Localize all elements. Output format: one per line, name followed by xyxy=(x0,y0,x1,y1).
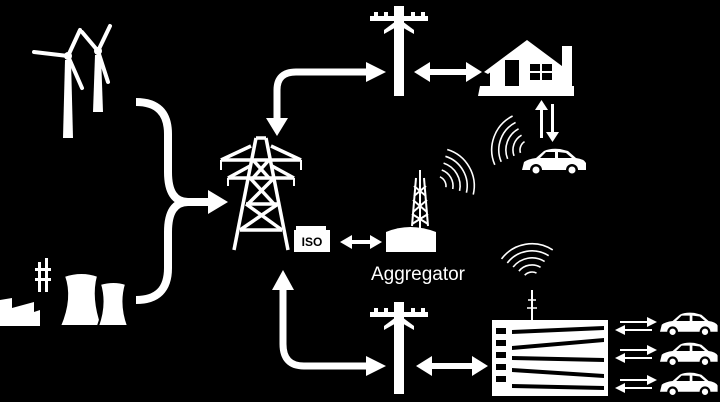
electric-car-icon xyxy=(660,342,718,368)
aggregator-building-icon xyxy=(386,227,436,252)
wind-turbine-icon xyxy=(32,24,112,138)
iso-aggregator-double-arrow xyxy=(340,235,382,249)
parking-garage-icon xyxy=(492,290,608,396)
garage-car-arrows xyxy=(615,317,657,393)
power-plant-icon xyxy=(0,258,130,327)
pole-house-double-arrow xyxy=(414,62,482,82)
wireless-signal-icon xyxy=(498,238,558,280)
tower-to-house-pole-arrow xyxy=(266,62,386,136)
house-car-double-arrow xyxy=(535,100,559,142)
source-merge-arrow xyxy=(135,98,228,304)
transmission-tower-icon xyxy=(220,136,302,251)
aggregator-label: Aggregator xyxy=(371,264,466,285)
iso-label: ISO xyxy=(302,235,323,249)
electric-car-icon xyxy=(660,312,718,338)
iso-box: ISO xyxy=(294,226,330,252)
electric-car-icon xyxy=(660,372,718,398)
tower-to-garage-pole-arrow xyxy=(272,270,386,376)
electric-car-icon xyxy=(522,148,586,176)
house-icon xyxy=(478,40,574,96)
utility-pole-icon xyxy=(370,6,428,96)
antenna-tower-icon xyxy=(411,170,429,230)
wireless-signal-icon xyxy=(429,143,483,206)
pole-garage-double-arrow xyxy=(416,356,488,376)
utility-pole-icon xyxy=(370,302,428,394)
